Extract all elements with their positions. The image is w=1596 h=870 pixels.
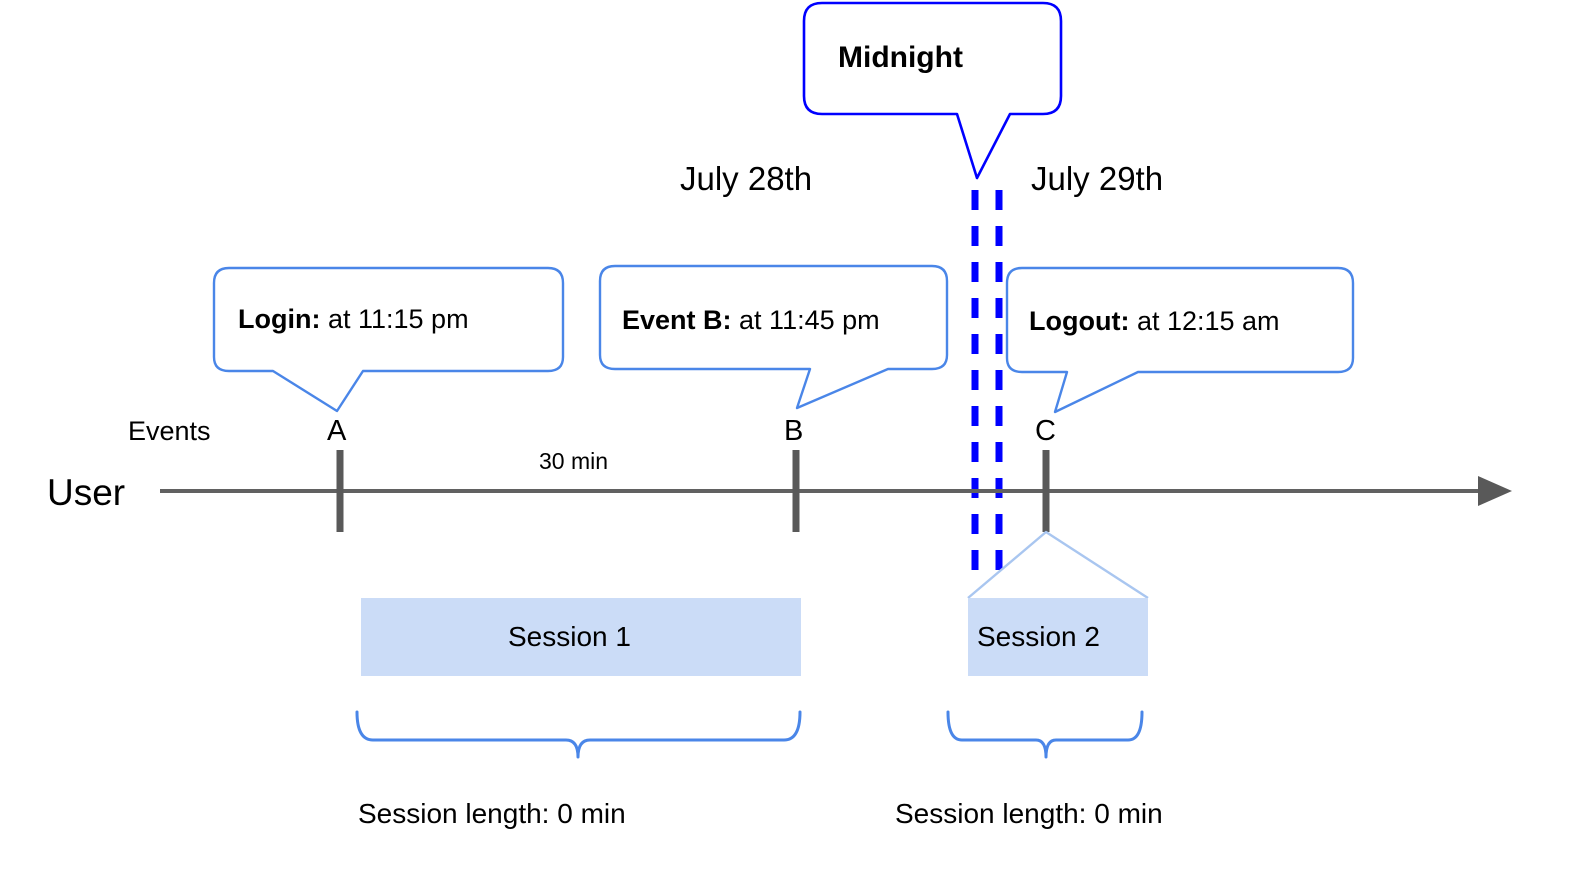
event-markers	[336, 450, 1050, 532]
event-b-callout-text: Event B: at 11:45 pm	[622, 307, 880, 334]
session-2-box	[968, 598, 1148, 676]
session-2-brace	[946, 710, 1144, 759]
event-b-callout-rest: at 11:45 pm	[731, 305, 880, 335]
midnight-callout-shape	[802, 1, 1063, 180]
logout-callout-text: Logout: at 12:15 am	[1029, 308, 1280, 335]
session-1-box	[361, 598, 801, 676]
login-callout-bold: Login:	[238, 304, 321, 334]
event-letter-c: C	[1035, 415, 1056, 447]
date-label-july-28: July 28th	[680, 160, 813, 197]
login-callout-text: Login: at 11:15 pm	[238, 306, 469, 333]
session-1-length-label: Session length: 0 min	[358, 798, 626, 829]
date-label-july-29: July 29th	[1031, 160, 1164, 197]
session-2-label: Session 2	[977, 621, 1100, 652]
session-1-label: Session 1	[508, 621, 631, 652]
event-b-callout-bold: Event B:	[622, 305, 732, 335]
logout-callout-shape	[1005, 266, 1355, 414]
row-label-events: Events	[128, 416, 211, 446]
duration-label-30min: 30 min	[539, 448, 609, 474]
event-letter-b: B	[784, 415, 804, 447]
login-callout-shape	[212, 266, 565, 413]
session2-connector	[967, 530, 1149, 600]
logout-callout-rest: at 12:15 am	[1129, 306, 1280, 336]
timeline-axis	[160, 476, 1512, 506]
event-letter-a: A	[327, 415, 347, 447]
session-1-brace	[355, 710, 802, 759]
session-2-length-label: Session length: 0 min	[895, 798, 1163, 829]
event-b-callout-shape	[598, 264, 949, 410]
midnight-dashed-lines	[971, 190, 1003, 572]
midnight-label: Midnight	[838, 41, 963, 74]
logout-callout-bold: Logout:	[1029, 306, 1130, 336]
login-callout-rest: at 11:15 pm	[320, 304, 469, 334]
row-label-user: User	[47, 472, 126, 513]
